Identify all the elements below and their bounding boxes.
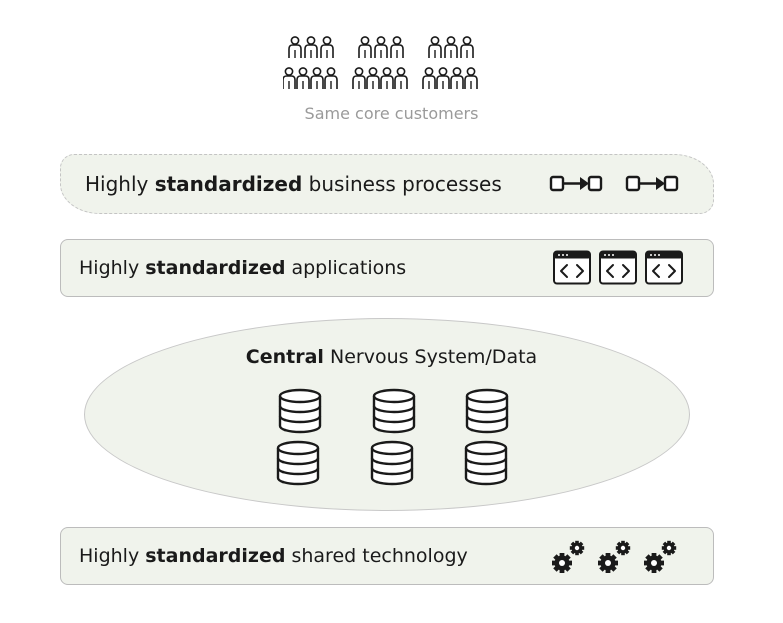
gears-icon <box>551 536 687 576</box>
code-window-icon <box>553 250 683 285</box>
business-processes-layer: Highly standardized business processes <box>60 154 714 214</box>
applications-layer: Highly standardized applications <box>60 239 714 297</box>
database-icon <box>276 440 320 486</box>
technology-icons <box>551 528 687 584</box>
applications-label: Highly standardized applications <box>79 240 406 296</box>
label-prefix: Highly <box>79 545 146 567</box>
label-emphasis: standardized <box>145 545 286 567</box>
label-suffix: shared technology <box>285 545 468 567</box>
database-icon <box>465 388 509 434</box>
process-icons <box>547 155 687 213</box>
people-group-icon <box>283 34 493 100</box>
label-emphasis: Central <box>245 346 324 368</box>
shared-technology-layer: Highly standardized shared technology <box>60 527 714 585</box>
label-suffix: Nervous System/Data <box>323 346 538 368</box>
label-prefix: Highly <box>79 257 146 279</box>
shared-technology-label: Highly standardized shared technology <box>79 528 468 584</box>
business-processes-label: Highly standardized business processes <box>85 155 502 213</box>
database-icon <box>372 388 416 434</box>
label-suffix: applications <box>285 257 407 279</box>
database-icon <box>278 388 322 434</box>
database-icons <box>276 388 509 486</box>
label-suffix: business processes <box>302 172 502 196</box>
database-icon <box>370 440 414 486</box>
central-data-label: Central Nervous System/Data <box>0 346 783 368</box>
label-emphasis: standardized <box>154 172 303 196</box>
label-emphasis: standardized <box>145 257 286 279</box>
customers-label: Same core customers <box>304 104 479 123</box>
process-flow-icon <box>549 175 679 192</box>
application-icons <box>553 240 687 296</box>
label-prefix: Highly <box>85 172 155 196</box>
database-icon <box>464 440 508 486</box>
